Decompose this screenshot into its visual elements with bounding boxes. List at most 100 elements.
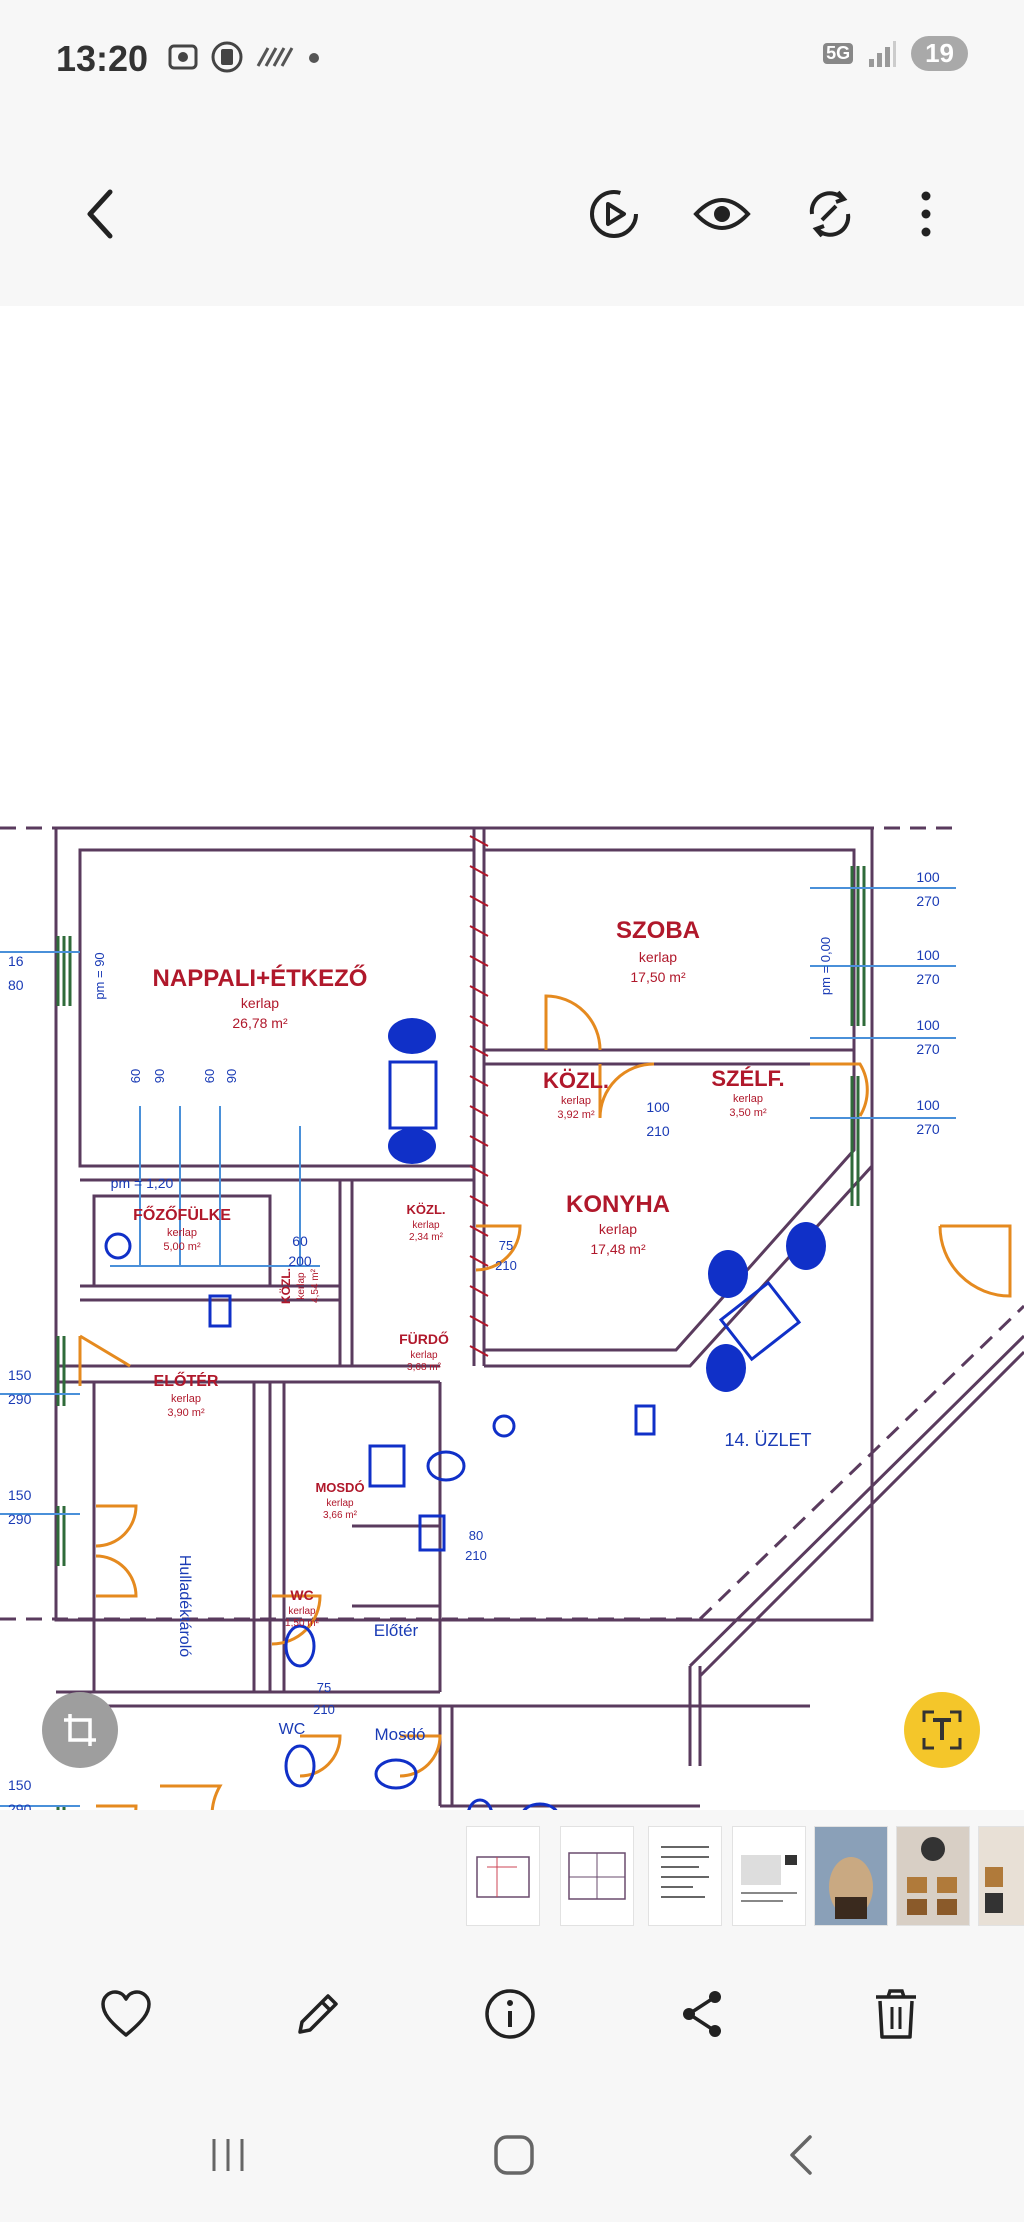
room-floor-szoba: kerlap [639,949,677,965]
hulladek-label: Hulladéktároló [176,1555,193,1657]
stripes-icon [256,47,294,67]
pm0-label: pm = 0,00 [818,937,833,995]
thumbnail-5[interactable] [814,1826,888,1926]
heart-icon [101,1990,151,2037]
recent-apps-icon [212,2139,244,2171]
action-bar [0,1940,1024,2060]
network-type: 5G [823,43,854,64]
chevron-left-icon [87,189,113,239]
dim-16: 16 [8,953,24,969]
pm120-label: pm = 1,20 [111,1175,174,1191]
thumbnail-1[interactable] [466,1826,540,1926]
dot-icon [309,53,319,63]
dim-75-b: 75 [317,1680,331,1695]
dim-290-b: 290 [8,1511,32,1527]
room-floor-nappali: kerlap [241,995,279,1011]
home-button[interactable] [484,2130,544,2180]
thumbnail-6[interactable] [896,1826,970,1926]
room-floor-szelf: kerlap [733,1093,763,1105]
thumbnail-7[interactable] [978,1826,1024,1926]
eye-icon [693,198,751,230]
dim-290-a: 290 [8,1391,32,1407]
room-area-konyha: 17,48 m² [590,1241,646,1257]
dim-60: 60 [292,1233,308,1249]
room-name-kozl3: KÖZL. [278,1268,293,1304]
text-extract-icon [922,1710,962,1750]
favorite-button[interactable] [96,1984,156,2044]
room-area-szoba: 17,50 m² [630,969,686,985]
dim-200: 200 [288,1253,312,1269]
image-viewer[interactable]: NAPPALI+ÉTKEZŐ kerlap 26,78 m² SZOBA ker… [0,306,1024,1898]
info-icon [485,1989,535,2039]
more-options-button[interactable] [896,184,956,244]
thumbnail-4[interactable] [732,1826,806,1926]
wc-label: WC [279,1721,306,1738]
home-icon [494,2135,534,2175]
play-motion-button[interactable] [584,184,644,244]
text-extract-button[interactable] [904,1692,980,1768]
dim-210-a: 210 [646,1123,670,1139]
room-area-eloter: 3,90 m² [167,1407,205,1419]
dim-90-b: 90 [224,1069,239,1083]
room-area-fozofulke: 5,00 m² [163,1241,201,1253]
pm90-label: pm = 90 [92,952,107,999]
share-icon [683,1991,721,2037]
dim-270-b: 270 [916,971,940,987]
room-floor-konyha: kerlap [599,1221,637,1237]
dim-90-a: 90 [152,1069,167,1083]
dim-210-c: 210 [465,1548,487,1563]
battery-level: 19 [911,36,968,71]
room-floor-wc: kerlap [288,1606,316,1617]
top-toolbar [0,120,1024,306]
room-name-szoba: SZOBA [616,917,700,944]
room-name-fozofulke: FŐZŐFÜLKE [133,1205,231,1224]
notification-icons [166,40,324,74]
room-floor-furdo: kerlap [410,1350,438,1361]
dim-210-b: 210 [495,1258,517,1273]
screenshot-icon [168,44,198,70]
recent-apps-button[interactable] [198,2130,258,2180]
room-floor-kozl3: kerlap [296,1272,307,1300]
room-area-kozl3: 4,54 m² [310,1268,321,1303]
signal-icon [869,40,897,67]
dim-100-a: 100 [916,869,940,885]
room-area-kozl: 3,92 m² [557,1109,595,1121]
room-name-kozl2: KÖZL. [407,1202,446,1217]
dim-80-b: 80 [469,1528,483,1543]
eloter-label: Előtér [374,1621,419,1640]
room-area-furdo: 3,68 m² [407,1362,442,1373]
dim-270-c: 270 [916,1041,940,1057]
room-floor-kozl: kerlap [561,1095,591,1107]
crop-button[interactable] [42,1692,118,1768]
room-name-szelf: SZÉLF. [711,1066,784,1091]
share-button[interactable] [672,1984,732,2044]
dim-80: 80 [8,977,24,993]
info-button[interactable] [480,1984,540,2044]
crop-icon [64,1714,96,1746]
room-area-nappali: 26,78 m² [232,1015,288,1031]
edit-button[interactable] [288,1984,348,2044]
dim-75-a: 75 [499,1238,513,1253]
dim-150-b: 150 [8,1487,32,1503]
remaster-button[interactable] [800,184,860,244]
thumbnail-2[interactable] [560,1826,634,1926]
dim-60-a: 60 [128,1069,143,1083]
status-bar: 13:20 5G 19 [0,0,1024,120]
dim-100-e: 100 [646,1099,670,1115]
dim-100-b: 100 [916,947,940,963]
back-button[interactable] [70,184,130,244]
room-area-kozl2: 2,34 m² [409,1232,444,1243]
pencil-icon [298,1994,338,2034]
room-name-furdo: FÜRDŐ [399,1330,449,1347]
dim-150-a: 150 [8,1367,32,1383]
floor-plan-image[interactable]: NAPPALI+ÉTKEZŐ kerlap 26,78 m² SZOBA ker… [0,506,1024,1926]
uzlet-label: 14. ÜZLET [724,1430,811,1450]
room-name-konyha: KONYHA [566,1191,670,1218]
thumbnail-3[interactable] [648,1826,722,1926]
dim-150-c: 150 [8,1777,32,1793]
room-floor-kozl2: kerlap [412,1220,440,1231]
dim-270-d: 270 [916,1121,940,1137]
view-button[interactable] [692,184,752,244]
system-back-button[interactable] [772,2130,832,2180]
delete-button[interactable] [866,1984,926,2044]
